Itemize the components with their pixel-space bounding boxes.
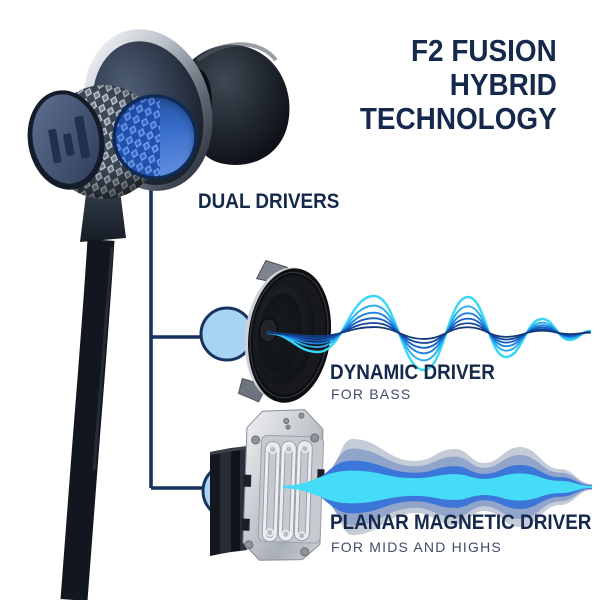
- dynamic-sound-wave-icon: [266, 294, 592, 372]
- cable-highlight: [92, 246, 114, 471]
- label-dynamic-driver: DYNAMIC DRIVER: [330, 361, 495, 384]
- page-title: F2 FUSION HYBRID TECHNOLOGY: [360, 34, 557, 136]
- strain-relief: [80, 190, 126, 242]
- planar-tab-left-1: [242, 474, 252, 487]
- label-planar-magnetic-driver: PLANAR MAGNETIC DRIVER: [330, 511, 592, 534]
- driver-highlight-circle: [112, 94, 198, 180]
- planar-screw-holes: [244, 412, 320, 557]
- dynamic-driver-photo: [199, 260, 332, 403]
- title-line-3: TECHNOLOGY: [360, 101, 557, 136]
- ear-tip: [188, 44, 290, 165]
- sublabel-for-mids-and-highs: FOR MIDS AND HIGHS: [331, 539, 502, 555]
- sublabel-for-bass: FOR BASS: [331, 386, 412, 402]
- faceplate: [27, 90, 105, 190]
- magnet-stack: [210, 446, 247, 556]
- planar-tab-left-2: [241, 518, 250, 531]
- planar-driver-photo: [201, 409, 325, 561]
- title-line-1: F2 FUSION: [411, 33, 557, 68]
- speaker-dust-cap: [258, 317, 279, 344]
- ear-tip-highlight-icon: [196, 42, 278, 62]
- cable: [60, 239, 115, 600]
- planar-etched-text: [263, 548, 298, 554]
- planar-sound-wave-icon: [283, 439, 592, 535]
- title-line-2: HYBRID: [450, 67, 557, 102]
- wave-layer: [283, 470, 592, 504]
- sine-strand: [267, 326, 591, 340]
- brand-logo-icon: [48, 115, 91, 164]
- earphone-photo: [27, 29, 290, 600]
- label-dual-drivers: DUAL DRIVERS: [198, 190, 340, 213]
